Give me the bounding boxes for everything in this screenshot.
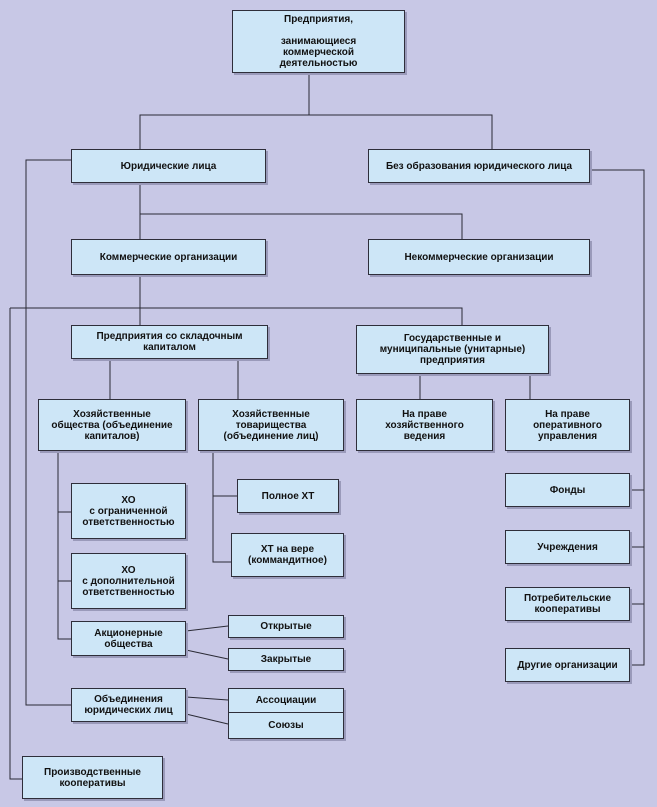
node-unions: Объединения юридических лиц xyxy=(71,688,186,722)
edge-hozob-odo xyxy=(57,512,71,582)
node-funds: Фонды xyxy=(505,473,630,507)
node-shared: Предприятия со складочным капиталом xyxy=(71,325,268,359)
node-closed: Закрытые xyxy=(228,648,344,671)
edge-nolegal-other xyxy=(630,604,645,666)
node-inst: Учреждения xyxy=(505,530,630,564)
node-comm: Коммерческие организации xyxy=(71,239,266,275)
edge-comm-state xyxy=(10,307,463,325)
edge-nolegal-inst xyxy=(630,490,645,548)
edge-unions-assoc xyxy=(185,696,229,701)
node-ooo: ХО с ограниченной ответственностью xyxy=(71,483,186,539)
edge-root-nolegal xyxy=(309,114,493,149)
node-operupr: На праве оперативного управления xyxy=(505,399,630,451)
node-root: Предприятия, занимающиеся коммерческой д… xyxy=(232,10,405,73)
node-open: Открытые xyxy=(228,615,344,638)
edge-hoztov-kt xyxy=(212,496,231,563)
node-legal: Юридические лица xyxy=(71,149,266,183)
node-soyuz: Союзы xyxy=(228,712,344,739)
node-ao: Акционерные общества xyxy=(71,621,186,656)
edge-legal-noncomm xyxy=(140,213,463,239)
node-noncomm: Некоммерческие организации xyxy=(368,239,590,275)
edge-hozob-ooo xyxy=(57,451,71,513)
node-assoc: Ассоциации xyxy=(228,688,344,713)
node-hozob: Хозяйственные общества (объединение капи… xyxy=(38,399,186,451)
edge-unions-soyuz xyxy=(185,713,229,725)
node-prodcoop: Производственные кооперативы xyxy=(22,756,163,799)
edge-hozob-ao xyxy=(57,581,71,640)
edge-ao-closed xyxy=(185,649,229,660)
node-full: Полное ХТ xyxy=(237,479,339,513)
node-other: Другие организации xyxy=(505,648,630,682)
node-nolegal: Без образования юридического лица xyxy=(368,149,590,183)
edge-root-legal xyxy=(139,73,310,149)
node-hoztov: Хозяйственные товарищества (объединение … xyxy=(198,399,344,451)
node-state: Государственные и муниципальные (унитарн… xyxy=(356,325,549,374)
edge-hoztov-full xyxy=(212,451,237,497)
edge-comm-prodcoop xyxy=(9,308,22,780)
node-consumer: Потребительские кооперативы xyxy=(505,587,630,621)
edge-legal-unions xyxy=(25,159,71,706)
edge-nolegal-funds xyxy=(590,169,645,491)
node-odo: ХО с дополнительной ответственностью xyxy=(71,553,186,609)
node-kt: ХТ на вере (коммандитное) xyxy=(231,533,344,577)
edge-ao-open xyxy=(185,625,229,632)
edge-nolegal-consumer xyxy=(630,547,645,605)
node-hozved: На праве хозяйственного ведения xyxy=(356,399,493,451)
